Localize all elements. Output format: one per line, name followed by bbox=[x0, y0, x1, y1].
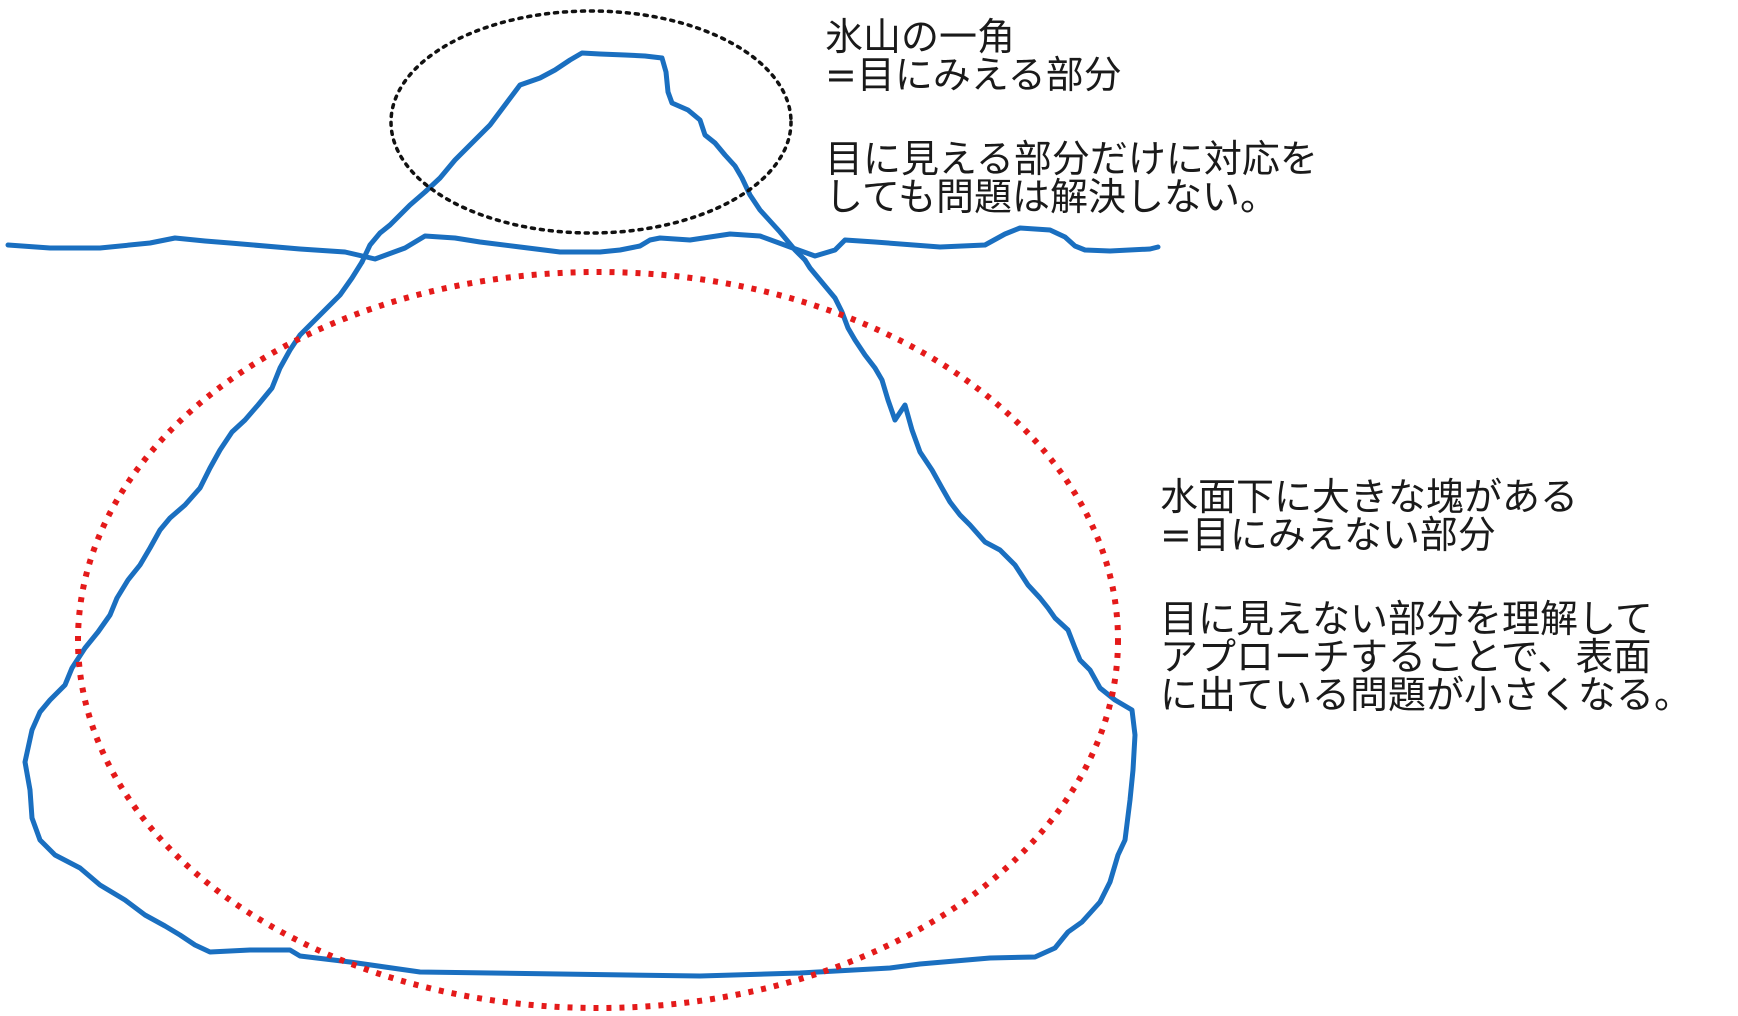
visible-part-subheading: =目にみえる部分 bbox=[825, 53, 1122, 97]
callout-spacer bbox=[1160, 554, 1692, 600]
hidden-part-marker bbox=[75, 269, 1121, 1011]
water-surface-line bbox=[5, 225, 1161, 262]
hidden-part-body-line-2: アプローチすることで、表面 bbox=[1160, 635, 1652, 679]
iceberg-submerged-outline bbox=[22, 257, 1138, 979]
visible-part-marker bbox=[389, 9, 793, 235]
hidden-part-body-line-1: 目に見えない部分を理解して bbox=[1160, 597, 1653, 641]
hidden-part-callout: 水面下に大きな塊がある =目にみえない部分 目に見えない部分を理解して アプロー… bbox=[1160, 478, 1692, 714]
visible-part-body-line-2: しても問題は解決しない。 bbox=[825, 175, 1278, 219]
hidden-part-subheading: =目にみえない部分 bbox=[1160, 513, 1496, 557]
hidden-part-body-line-3: に出ている問題が小さくなる。 bbox=[1160, 673, 1693, 717]
iceberg-tip-outline bbox=[359, 50, 808, 265]
callout-spacer bbox=[825, 94, 1318, 140]
hidden-part-heading: 水面下に大きな塊がある bbox=[1160, 475, 1579, 519]
visible-part-heading: 氷山の一角 bbox=[825, 15, 1016, 59]
visible-part-callout: 氷山の一角 =目にみえる部分 目に見える部分だけに対応を しても問題は解決しない… bbox=[825, 18, 1318, 216]
visible-part-body-line-1: 目に見える部分だけに対応を bbox=[825, 137, 1318, 181]
